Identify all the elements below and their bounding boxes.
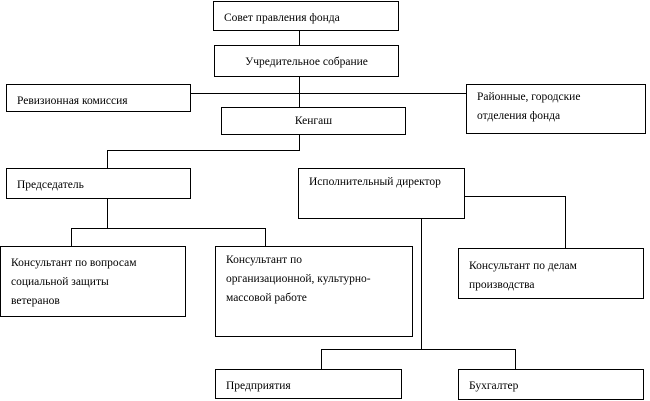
node-label: Учредительное собрание [245,56,368,68]
node-label: Кенгаш [294,115,333,127]
connector [464,196,565,197]
node-production-consultant: Консультант по делам производства [458,248,644,299]
node-label: Консультант по делам производства [469,260,577,291]
node-label: Консультант по организационной, культурн… [226,254,371,304]
node-label: Консультант по вопросам социальной защит… [11,257,137,307]
connector [321,349,516,350]
connector [299,134,300,150]
node-regional-branches: Районные, городские отделения фонда [466,84,646,134]
node-executive-director: Исполнительный директор [298,168,465,219]
node-label: Председатель [17,179,84,191]
node-audit-commission: Ревизионная комиссия [6,84,191,112]
connector [107,150,108,168]
node-label: Ревизионная комиссия [17,95,128,107]
node-label: Совет правления фонда [224,12,340,24]
connector [515,349,516,369]
node-chairman: Председатель [6,168,191,199]
node-kengash: Кенгаш [221,107,406,135]
connector [71,228,72,246]
connector [299,77,300,107]
connector [565,196,566,248]
node-label: Исполнительный директор [309,176,441,188]
node-cultural-consultant: Консультант по организационной, культурн… [215,246,413,337]
connector [71,228,266,229]
node-label: Предприятия [226,380,291,392]
connector [190,93,466,94]
connector [421,218,422,349]
node-board: Совет правления фонда [213,1,399,31]
node-label: Районные, городские отделения фонда [477,91,581,122]
connector [265,228,266,246]
connector [107,150,300,151]
node-enterprises: Предприятия [215,369,402,399]
node-accountant: Бухгалтер [458,369,644,400]
node-founding-meeting: Учредительное собрание [214,45,399,77]
node-social-consultant: Консультант по вопросам социальной защит… [0,246,186,317]
connector [299,31,300,45]
connector [107,198,108,228]
node-label: Бухгалтер [469,380,519,392]
connector [321,349,322,369]
